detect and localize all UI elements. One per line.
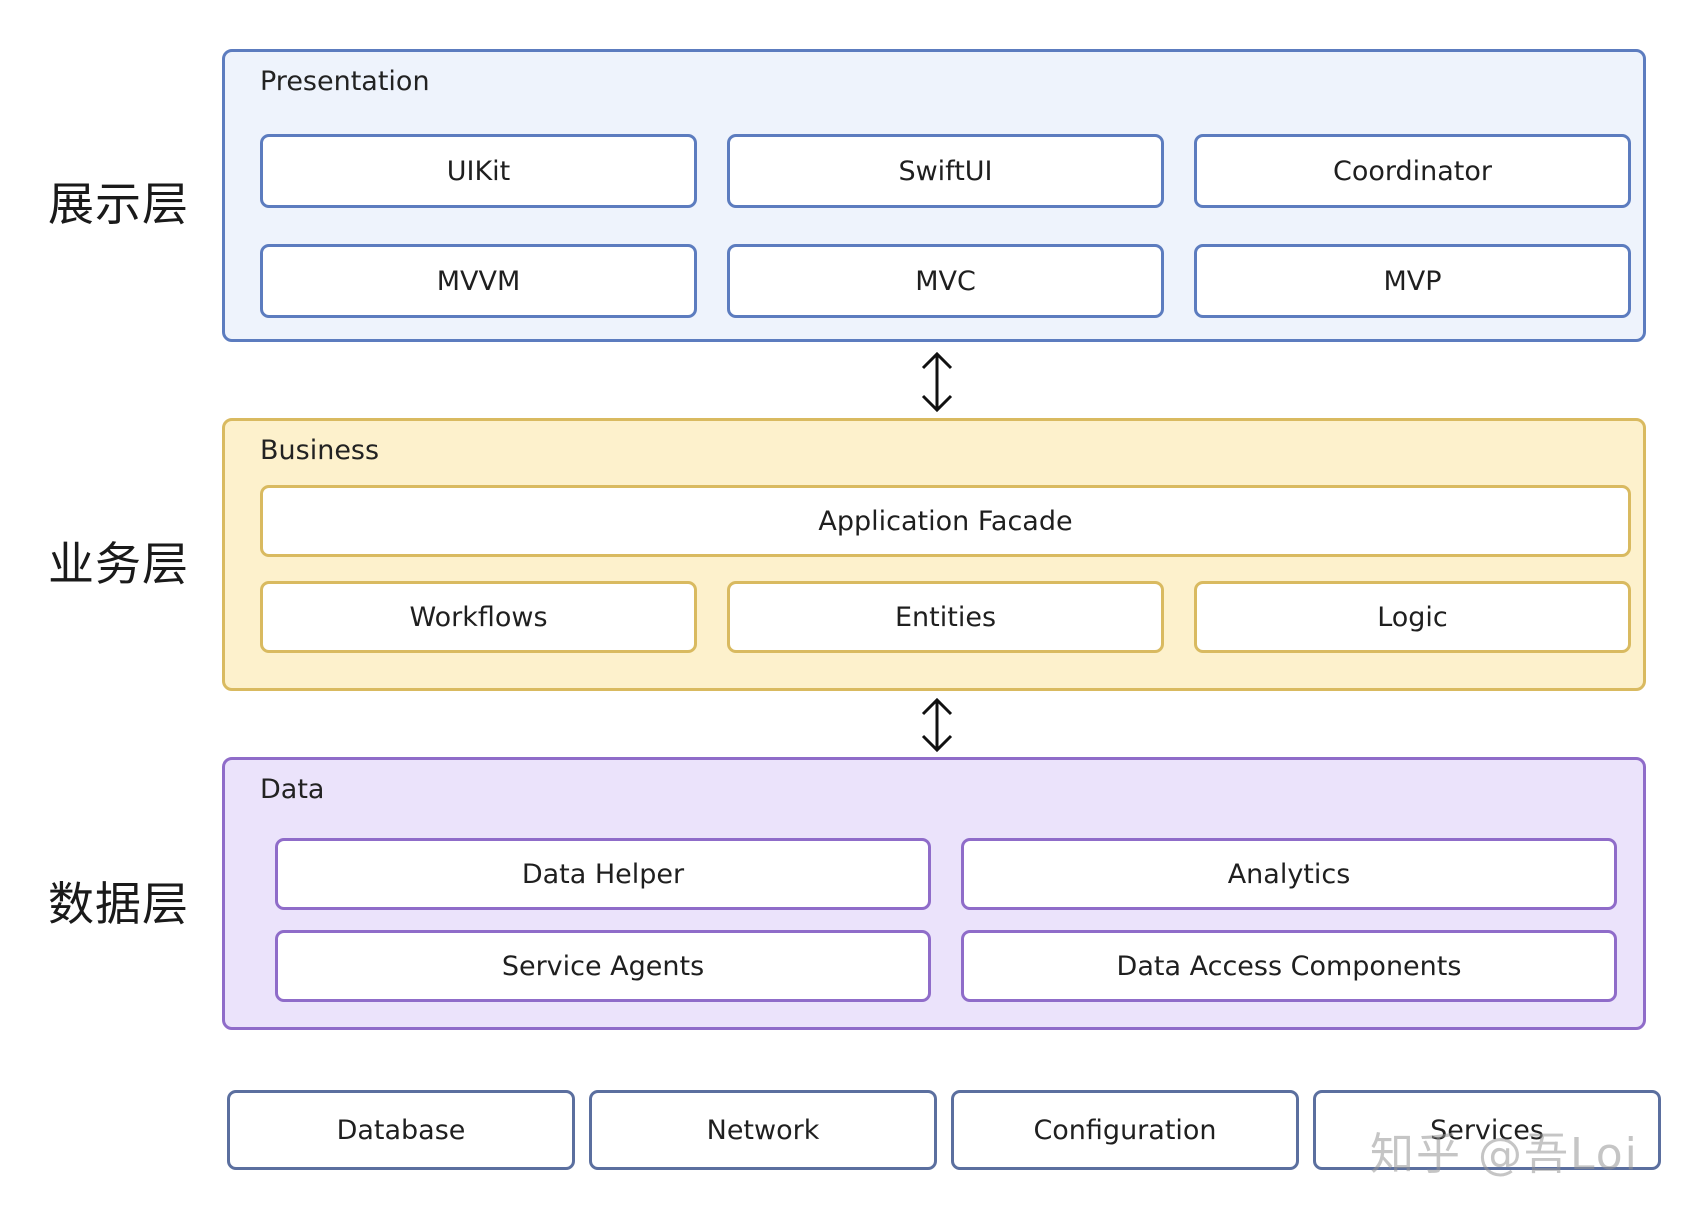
data-layer: Data Data Helper Analytics Service Agent… <box>222 757 1646 1030</box>
analytics-box: Analytics <box>961 838 1617 910</box>
mvvm-box: MVVM <box>260 244 697 318</box>
watermark-text: 知乎 @吾Loi <box>1370 1129 1639 1180</box>
bidirectional-arrow-icon <box>921 351 953 413</box>
data-access-components-box: Data Access Components <box>961 930 1617 1002</box>
presentation-layer: Presentation UIKit SwiftUI Coordinator M… <box>222 49 1646 342</box>
coordinator-box: Coordinator <box>1194 134 1631 208</box>
bidirectional-arrow-icon <box>921 697 953 753</box>
workflows-box: Workflows <box>260 581 697 653</box>
data-side-label: 数据层 <box>48 877 189 931</box>
business-layer: Business Application Facade Workflows En… <box>222 418 1646 691</box>
business-side-label: 业务层 <box>48 537 189 591</box>
presentation-side-label: 展示层 <box>48 177 189 231</box>
entities-box: Entities <box>727 581 1164 653</box>
services-box: Services <box>1313 1090 1661 1170</box>
data-layer-title: Data <box>260 774 325 805</box>
network-box: Network <box>589 1090 937 1170</box>
configuration-box: Configuration <box>951 1090 1299 1170</box>
database-box: Database <box>227 1090 575 1170</box>
logic-box: Logic <box>1194 581 1631 653</box>
presentation-layer-title: Presentation <box>260 66 430 97</box>
service-agents-box: Service Agents <box>275 930 931 1002</box>
business-layer-title: Business <box>260 435 380 466</box>
application-facade-box: Application Facade <box>260 485 1631 557</box>
mvp-box: MVP <box>1194 244 1631 318</box>
data-helper-box: Data Helper <box>275 838 931 910</box>
uikit-box: UIKit <box>260 134 697 208</box>
mvc-box: MVC <box>727 244 1164 318</box>
swiftui-box: SwiftUI <box>727 134 1164 208</box>
